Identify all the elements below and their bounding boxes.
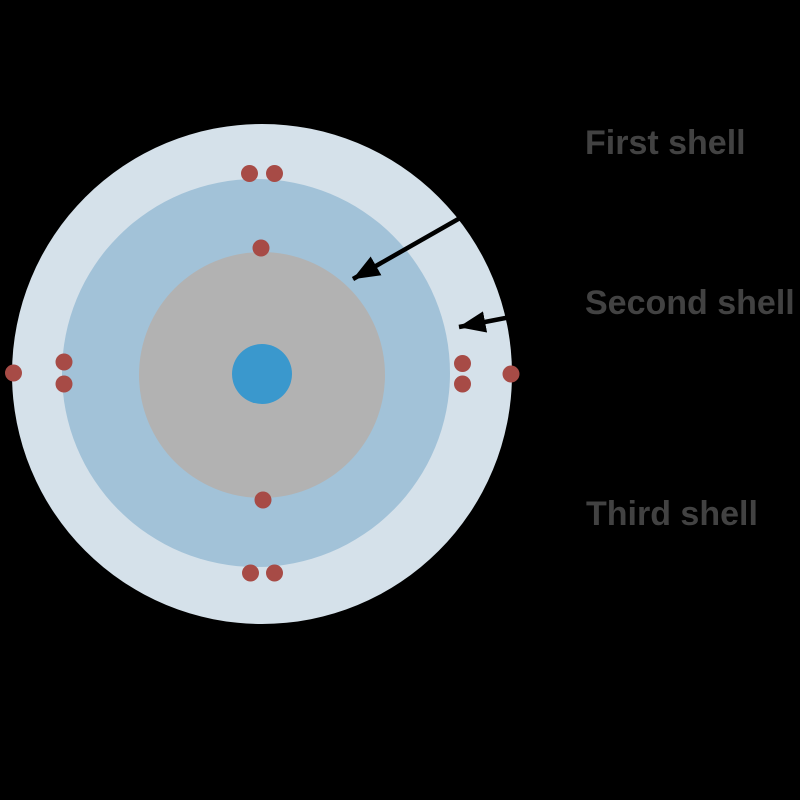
second-shell-electron [266, 564, 283, 582]
third-shell-electron [502, 365, 520, 383]
first-shell-arrow [351, 146, 585, 281]
label-arrows [351, 146, 585, 333]
first-shell-electron [254, 491, 272, 509]
second-shell-electron [454, 355, 471, 372]
second-shell-electron [242, 564, 259, 582]
second-shell-arrow [458, 300, 584, 333]
second-shell-electron [454, 375, 471, 393]
second-shell-electron [266, 165, 283, 182]
second-shell-label: Second shell [585, 284, 795, 322]
second-shell-electron [241, 165, 258, 182]
nucleus [232, 344, 292, 404]
electrons [5, 165, 520, 582]
third-shell-electron [5, 364, 22, 382]
second-shell-electron [55, 353, 73, 371]
first-shell-electron [252, 239, 270, 257]
third-shell-label: Third shell [586, 495, 758, 533]
first-shell-label: First shell [585, 124, 746, 162]
second-shell-electron [55, 375, 73, 393]
nucleus-group [232, 344, 292, 404]
